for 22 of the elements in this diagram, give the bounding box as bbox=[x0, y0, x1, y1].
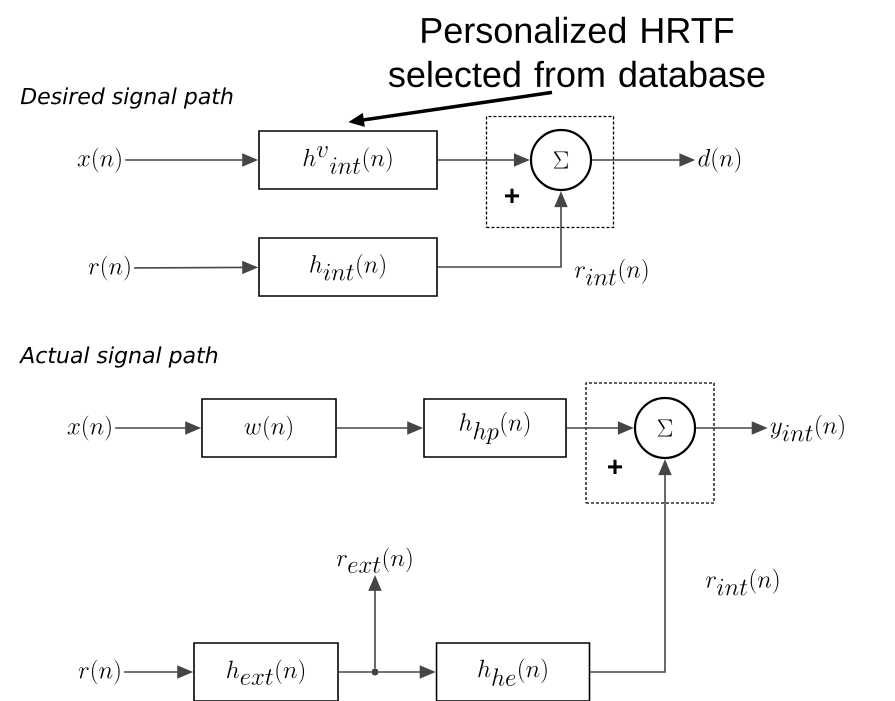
edge-label: $r_{int}(n)$ bbox=[573, 258, 651, 286]
filter-box: $h_{ext}(n)$ bbox=[193, 642, 339, 701]
signal-label: $d(n)$ bbox=[698, 148, 740, 172]
annotation-text: Personalized HRTF selected from database bbox=[388, 16, 764, 88]
filter-box: $h_{hp}(n)$ bbox=[423, 398, 567, 458]
signal-label: $r(n)$ bbox=[78, 660, 120, 684]
signal-label: $y_{int}(n)$ bbox=[770, 414, 844, 442]
summing-junction: $\Sigma$ bbox=[530, 128, 592, 192]
signal-label: $x(n)$ bbox=[78, 148, 121, 172]
filter-box: $h^{v}{}_{int}(n)$ bbox=[258, 130, 438, 190]
connector-line bbox=[338, 671, 372, 673]
signal-label: $r_{ext}(n)$ bbox=[336, 547, 412, 573]
section-label: Desired signal path bbox=[20, 87, 232, 109]
summing-junction: $\Sigma$ bbox=[634, 396, 696, 460]
junction-dot bbox=[372, 668, 378, 676]
signal-label: $r(n)$ bbox=[88, 256, 130, 280]
filter-box: $h_{he}(n)$ bbox=[436, 642, 590, 701]
signal-label: $x(n)$ bbox=[68, 416, 111, 440]
filter-box: $w(n)$ bbox=[201, 398, 337, 458]
section-label: Actual signal path bbox=[19, 346, 218, 368]
edge-label: $r_{int}(n)$ bbox=[704, 568, 782, 596]
filter-box: $h_{int}(n)$ bbox=[258, 237, 438, 297]
